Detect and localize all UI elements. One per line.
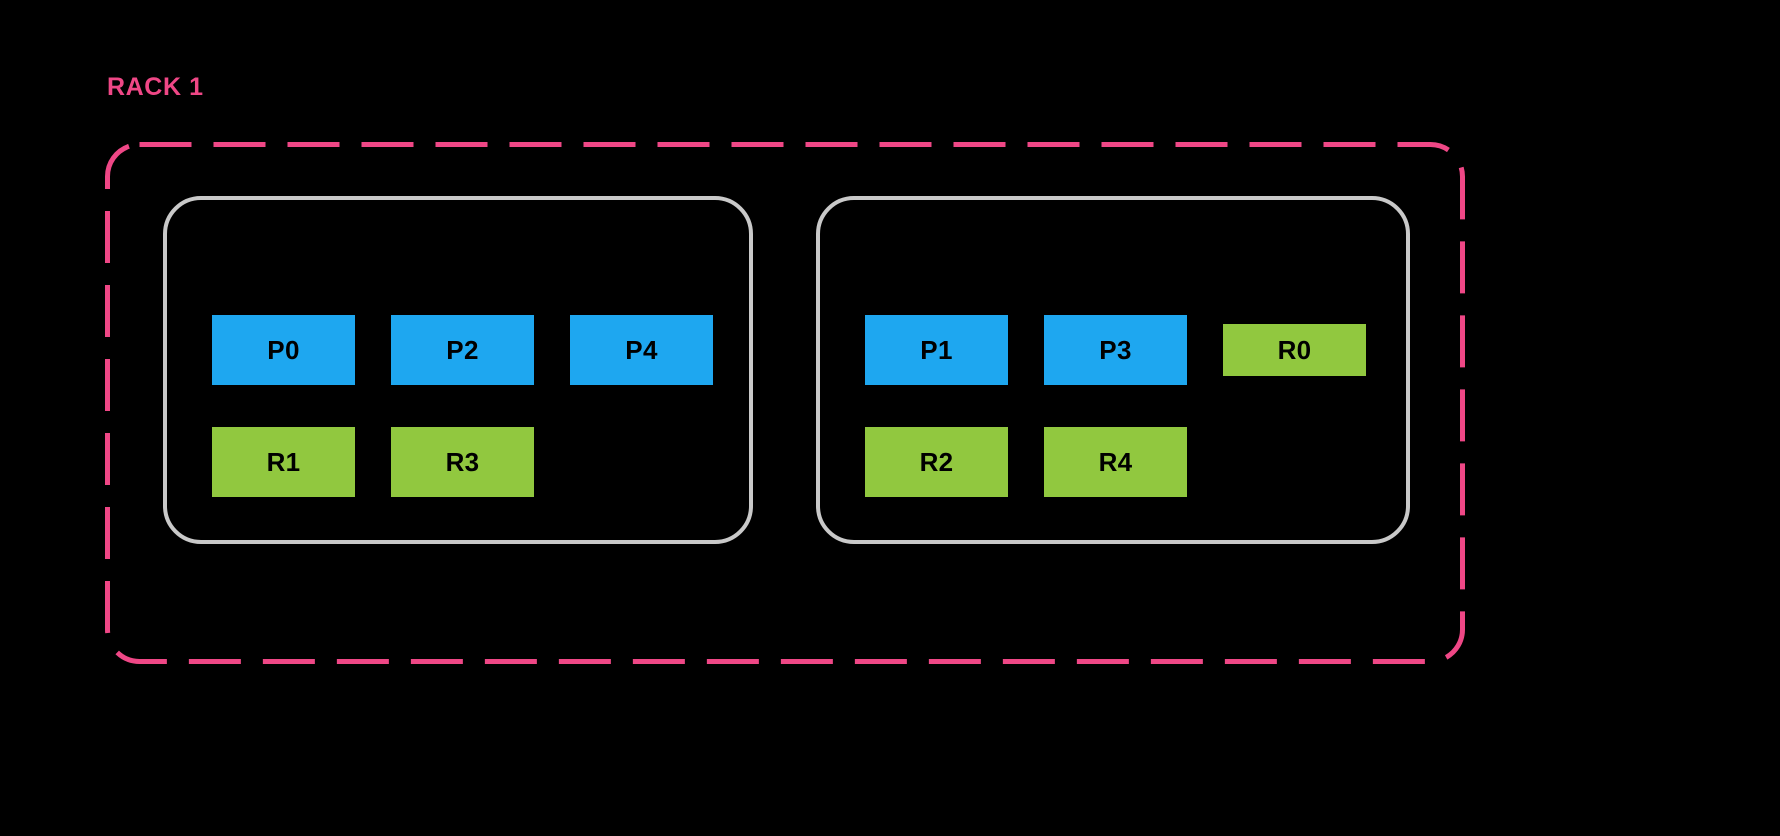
chip-r3[interactable]: R3 (391, 427, 534, 497)
chip-p4[interactable]: P4 (570, 315, 713, 385)
chip-r0[interactable]: R0 (1223, 324, 1366, 376)
node-left-primary-row: P0 P2 P4 (212, 315, 713, 385)
chip-p2[interactable]: P2 (391, 315, 534, 385)
node-group-right[interactable]: P1 P3 R0 R2 R4 (816, 196, 1410, 544)
node-right-primary-row: P1 P3 R0 (865, 315, 1366, 385)
chip-r2[interactable]: R2 (865, 427, 1008, 497)
node-left-replica-row: R1 R3 (212, 427, 534, 497)
node-group-left[interactable]: P0 P2 P4 R1 R3 (163, 196, 753, 544)
chip-p1[interactable]: P1 (865, 315, 1008, 385)
chip-r1[interactable]: R1 (212, 427, 355, 497)
chip-r4[interactable]: R4 (1044, 427, 1187, 497)
chip-p0[interactable]: P0 (212, 315, 355, 385)
rack-label: RACK 1 (107, 73, 204, 101)
node-right-replica-row: R2 R4 (865, 427, 1187, 497)
chip-p3[interactable]: P3 (1044, 315, 1187, 385)
